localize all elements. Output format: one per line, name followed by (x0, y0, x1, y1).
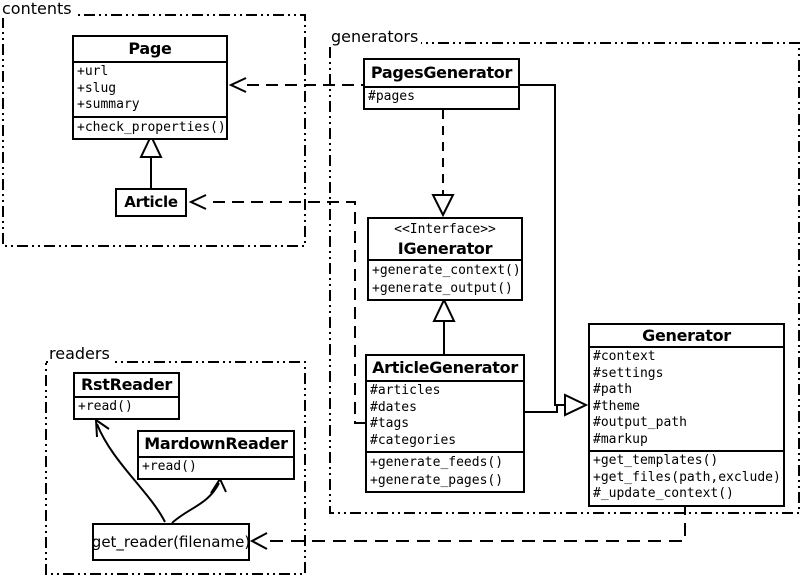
class-generator-title: Generator (642, 326, 731, 345)
attribute: #dates (370, 399, 417, 415)
generator-uses-getreader-arrowhead-icon (249, 532, 268, 550)
class-articlegenerator: ArticleGenerator #articles #dates #tags … (365, 354, 525, 493)
class-rstreader-methods: +read() (75, 396, 178, 418)
attribute: +summary (77, 97, 140, 112)
class-page: Page +url +slug +summary +check_properti… (72, 35, 228, 140)
class-mardownreader: MardownReader +read() (137, 430, 295, 480)
getreader-function-box: get_reader(filename) (92, 523, 250, 561)
article-extends-page-triangle-icon (139, 133, 163, 158)
class-generator: Generator #context #settings #path #them… (588, 323, 785, 507)
method: +generate_output() (372, 280, 513, 296)
attribute: +url (77, 64, 109, 79)
method: +check_properties() (77, 119, 223, 135)
class-rstreader-title: RstReader (81, 375, 172, 394)
class-generator-attributes: #context #settings #path #theme #output_… (590, 346, 783, 450)
generator-uses-getreader-line (268, 502, 686, 542)
getreader-to-mardownreader-curve (171, 482, 220, 524)
articlegenerator-uses-article-line (208, 201, 365, 424)
class-igenerator-title: IGenerator (397, 239, 493, 258)
class-pagesgenerator: PagesGenerator #pages (363, 58, 520, 110)
articlegenerator-uses-article-arrowhead-icon (188, 194, 207, 210)
attribute: #path (593, 382, 633, 397)
class-mardownreader-title: MardownReader (144, 434, 288, 453)
method: +generate_feeds() (370, 455, 504, 470)
pagesgenerator-extends-generator-line (520, 84, 564, 406)
method: +read() (142, 459, 197, 474)
class-article-title: Article (124, 193, 178, 211)
class-articlegenerator-title: ArticleGenerator (372, 358, 518, 377)
method: +generate_pages() (370, 472, 504, 488)
attribute: #context (593, 349, 656, 364)
getreader-to-rstreader-arrowhead-icon (94, 418, 110, 438)
method: +get_files(path,exclude) (593, 469, 780, 485)
class-generator-methods: +get_templates() +get_files(path,exclude… (590, 450, 783, 505)
pagesgenerator-uses-page-arrowhead-icon (228, 77, 247, 93)
method: +generate_context() (372, 263, 518, 278)
method: +read() (78, 399, 133, 414)
class-igenerator-methods: +generate_context() +generate_output() (369, 259, 521, 299)
class-articlegenerator-methods: +generate_feeds() +generate_pages() (367, 451, 523, 491)
contents-package-label: contents (1, 0, 75, 18)
articlegenerator-extends-igenerator-triangle-icon (432, 297, 456, 322)
class-rstreader: RstReader +read() (73, 372, 180, 420)
readers-package-label: readers (48, 345, 113, 363)
class-pagesgenerator-title: PagesGenerator (370, 63, 513, 82)
class-page-attributes: +url +slug +summary (74, 61, 226, 116)
attribute: #pages (368, 89, 415, 104)
class-page-methods: +check_properties() (74, 115, 226, 139)
attribute: #categories (370, 432, 457, 448)
getreader-to-rstreader-curve (96, 423, 166, 523)
articlegenerator-extends-generator-line (525, 404, 564, 413)
getreader-function-label: get_reader(filename) (91, 533, 251, 551)
attribute: #articles (370, 383, 441, 398)
generators-package-label: generators (330, 28, 422, 46)
class-article: Article (115, 188, 187, 217)
class-igenerator: <<Interface>> IGenerator +generate_conte… (367, 217, 523, 301)
attribute: #markup (593, 431, 648, 447)
attribute: #settings (593, 365, 664, 381)
generators-package-border (329, 42, 800, 514)
method: +get_templates() (593, 453, 719, 468)
method: #_update_context() (593, 486, 734, 501)
class-articlegenerator-attributes: #articles #dates #tags #categories (367, 380, 523, 451)
contents-package-border (2, 14, 306, 247)
attribute: +slug (77, 80, 117, 96)
attribute: #theme (593, 398, 640, 414)
pagesgenerator-implements-igenerator-triangle-icon (431, 194, 455, 218)
class-igenerator-stereotype: <<Interface>> (394, 222, 496, 237)
readers-package-border (45, 361, 306, 575)
generator-generalization-triangle-icon (564, 393, 589, 417)
class-page-title: Page (128, 39, 172, 58)
class-pagesgenerator-attributes: #pages (365, 86, 518, 108)
attribute: #output_path (593, 415, 687, 430)
class-mardownreader-methods: +read() (139, 456, 293, 478)
attribute: #tags (370, 416, 410, 431)
